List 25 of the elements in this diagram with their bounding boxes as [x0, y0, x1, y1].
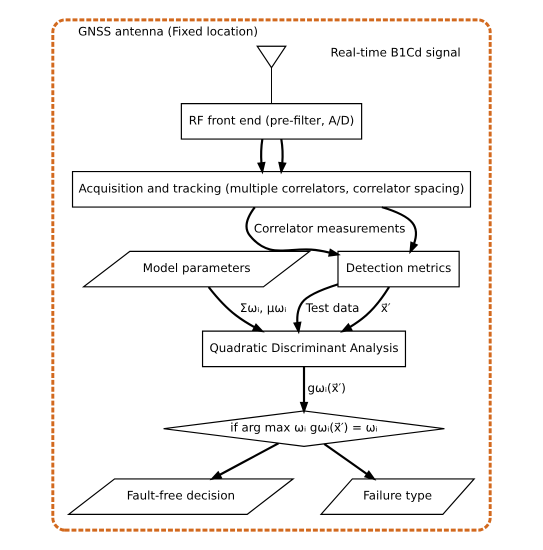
- edge-label: Σωᵢ, μωᵢ: [240, 301, 286, 316]
- arrow: [340, 286, 390, 333]
- arrow: [208, 286, 265, 333]
- edge-label: Test data: [306, 301, 360, 316]
- arrow: [246, 206, 341, 257]
- arrow: [324, 443, 376, 481]
- connector: [271, 67, 272, 104]
- node-box: Quadratic Discriminant Analysis: [202, 330, 406, 368]
- arrow: [382, 206, 418, 254]
- arrow: [293, 283, 338, 334]
- node-label: GNSS antenna (Fixed location): [78, 24, 258, 39]
- edge-label: x⃗′: [380, 301, 391, 316]
- cluster: [51, 18, 492, 532]
- node-box: Acquisition and tracking (multiple correlators, correlator spacing): [72, 170, 472, 208]
- node-box: RF front end (pre-filter, A/D): [180, 103, 362, 140]
- node-antenna: [256, 46, 287, 69]
- edge-label: Correlator measurements: [254, 221, 406, 236]
- arrow: [278, 139, 287, 174]
- node-diamond: if arg max ωᵢ gωᵢ(x⃗′) = ωᵢ: [163, 410, 446, 447]
- node-box: Detection metrics: [337, 250, 460, 288]
- label: Real-time B1Cd signal: [330, 45, 461, 60]
- edge-label: gωᵢ(x⃗′): [307, 380, 346, 395]
- arrow: [300, 366, 308, 414]
- arrow: [257, 139, 266, 174]
- arrow: [210, 442, 279, 480]
